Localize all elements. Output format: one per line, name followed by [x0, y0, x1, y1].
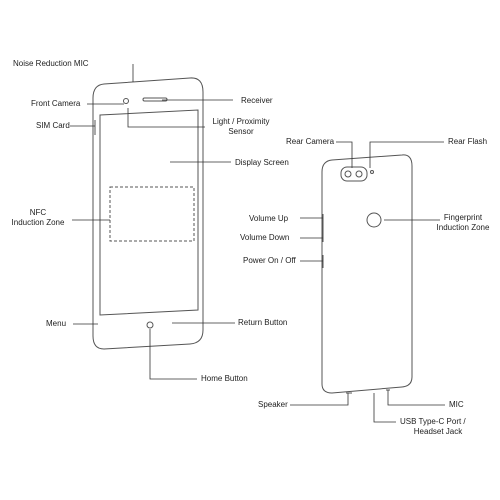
label-rear-camera: Rear Camera	[286, 137, 335, 146]
front-phone-body	[92, 77, 204, 350]
front-camera-icon	[123, 98, 129, 104]
front-phone-display	[99, 109, 199, 316]
label-fingerprint-line2: Induction Zone	[436, 223, 490, 232]
label-usb-type-c-port: USB Type-C Port / Headset Jack	[400, 417, 476, 437]
label-usb-line1: USB Type-C Port /	[400, 417, 466, 426]
label-nfc-induction-zone: NFC Induction Zone	[4, 208, 72, 228]
label-light-proximity-line2: Sensor	[228, 127, 254, 136]
label-noise-reduction-mic: Noise Reduction MIC	[13, 59, 89, 68]
rear-camera-lens-left	[344, 170, 352, 178]
label-speaker: Speaker	[258, 400, 288, 409]
label-power-on-off: Power On / Off	[243, 256, 296, 265]
label-nfc-line1: NFC	[29, 208, 47, 217]
label-light-proximity-line1: Light / Proximity	[212, 117, 270, 126]
label-display-screen: Display Screen	[235, 158, 289, 167]
fingerprint-sensor	[366, 212, 382, 228]
label-rear-flash: Rear Flash	[448, 137, 488, 146]
label-menu: Menu	[46, 319, 67, 328]
label-home-button: Home Button	[201, 374, 248, 383]
label-fingerprint-line1: Fingerprint	[443, 213, 483, 222]
rear-camera-module	[340, 166, 368, 182]
nfc-zone	[109, 186, 195, 242]
rear-flash-icon	[370, 170, 374, 174]
label-fingerprint-induction-zone: Fingerprint Induction Zone	[430, 213, 496, 233]
label-front-camera: Front Camera	[31, 99, 81, 108]
receiver-slot	[142, 97, 168, 102]
label-receiver: Receiver	[241, 96, 273, 105]
leader-lines	[70, 64, 445, 423]
label-sim-card: SIM Card	[36, 121, 70, 130]
label-usb-line2: Headset Jack	[413, 427, 463, 436]
home-button-icon	[146, 321, 154, 329]
rear-phone-body	[321, 154, 413, 394]
label-mic: MIC	[449, 400, 464, 409]
label-return-button: Return Button	[238, 318, 288, 327]
label-nfc-line2: Induction Zone	[11, 218, 65, 227]
rear-camera-lens-right	[355, 170, 363, 178]
label-light-proximity-sensor: Light / Proximity Sensor	[206, 117, 276, 137]
label-volume-up: Volume Up	[249, 214, 289, 223]
label-volume-down: Volume Down	[240, 233, 290, 242]
